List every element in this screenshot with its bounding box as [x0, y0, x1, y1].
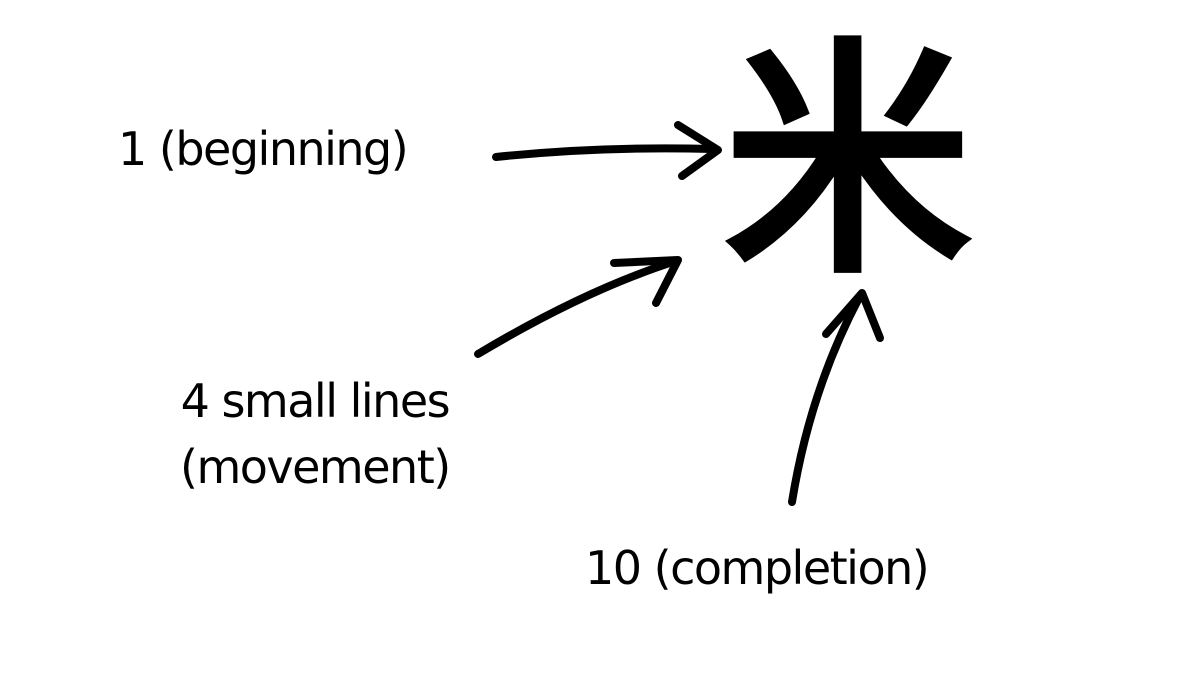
- label-completion: 10 (completion): [585, 541, 930, 595]
- arrow-movement-head: [610, 256, 682, 307]
- arrow-completion: [788, 289, 884, 506]
- arrow-movement: [474, 256, 682, 358]
- label-movement-line1: 4 small lines: [180, 374, 451, 428]
- label-beginning: 1 (beginning): [118, 122, 409, 176]
- label-movement-line2: (movement): [180, 440, 451, 494]
- label-movement: 4 small lines (movement): [180, 368, 451, 500]
- arrow-completion-shaft: [788, 292, 864, 506]
- arrow-movement-shaft: [474, 257, 680, 358]
- arrow-beginning: [492, 121, 722, 180]
- arrow-beginning-shaft: [492, 144, 716, 161]
- kanji-character: 米: [723, 17, 973, 308]
